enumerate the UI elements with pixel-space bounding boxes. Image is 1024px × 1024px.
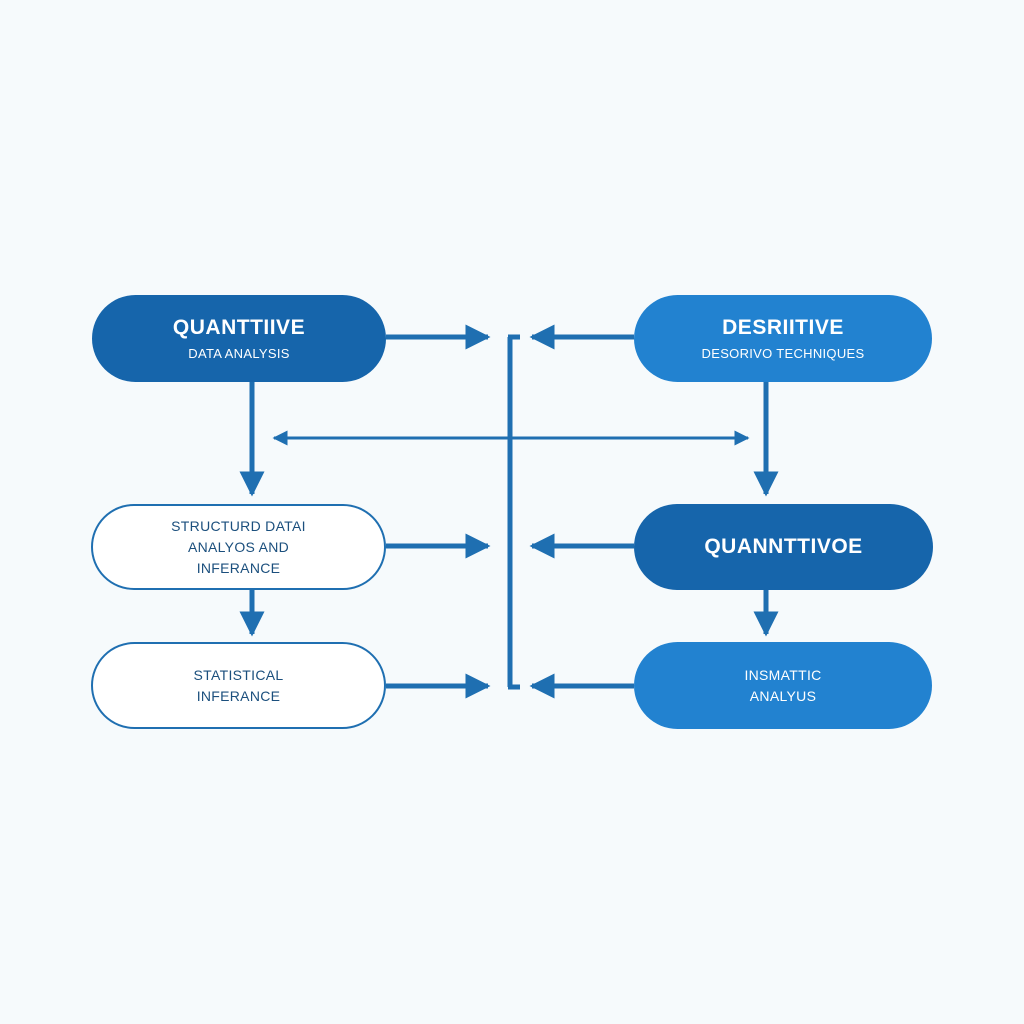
node-text-line: STRUCTURD DATAI	[171, 517, 306, 534]
node-text-line: ANALYUS	[749, 687, 817, 704]
node-quantitative: QUANNTTIVOE	[634, 504, 933, 590]
node-text-line: ANALYOS AND	[187, 538, 290, 555]
node-text-line: INFERANCE	[196, 559, 281, 576]
node-structured-data-analysis: STRUCTURD DATAI ANALYOS AND INFERANCE	[91, 504, 386, 590]
node-text-line: INFERANCE	[196, 687, 281, 704]
node-title: QUANNTTIVOE	[704, 535, 863, 558]
node-text-line: STATISTICAL	[193, 666, 284, 683]
node-quantitive-data-analysis: QUANTTIIVE DATA ANALYSIS	[92, 295, 386, 382]
node-title: DESRIITIVE	[722, 315, 844, 339]
node-title: QUANTTIIVE	[172, 315, 306, 339]
node-subtitle: DATA ANALYSIS	[188, 345, 290, 361]
node-statistical-inference: STATISTICAL INFERANCE	[91, 642, 386, 729]
node-thematic-analysis: INSMATTIC ANALYUS	[634, 642, 932, 729]
node-subtitle: DESORIVO TECHNIQUES	[701, 345, 865, 361]
node-descriptive-techniques: DESRIITIVE DESORIVO TECHNIQUES	[634, 295, 932, 382]
node-text-line: INSMATTIC	[744, 666, 822, 683]
